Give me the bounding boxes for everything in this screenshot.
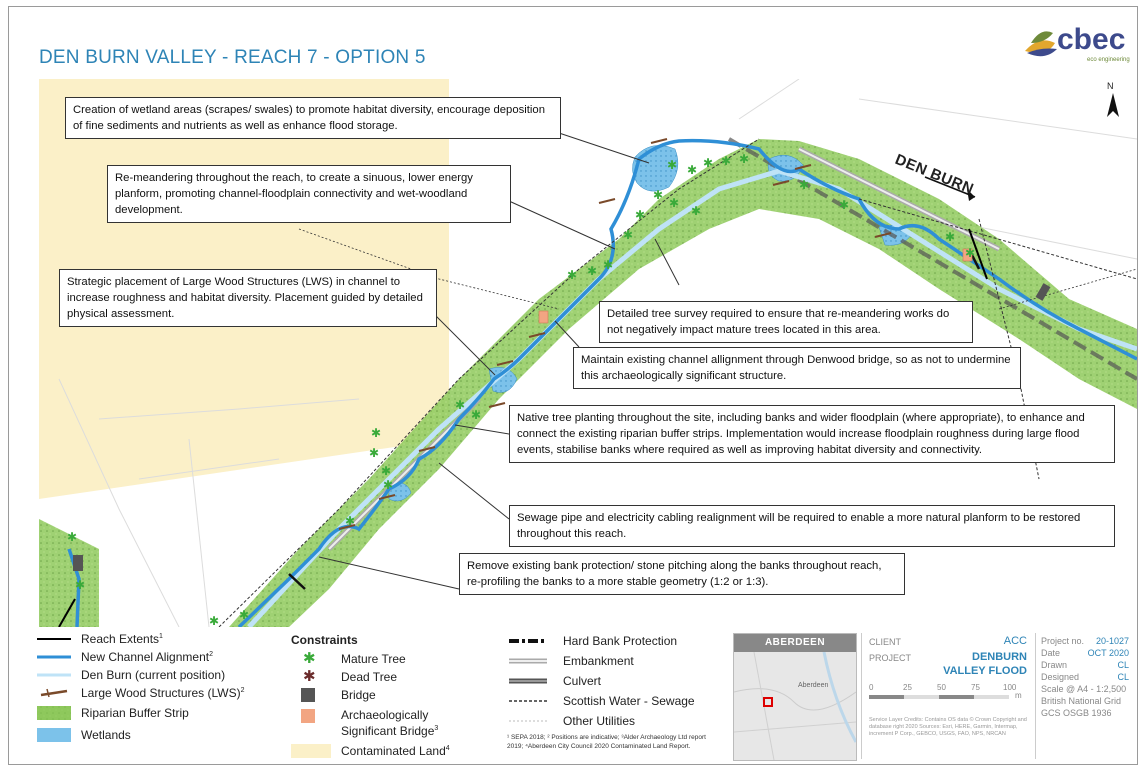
svg-text:✱: ✱ <box>691 204 701 218</box>
svg-text:✱: ✱ <box>381 464 391 478</box>
archaeological-bridge <box>962 248 973 262</box>
svg-text:✱: ✱ <box>587 264 597 278</box>
project-line1: DENBURN <box>972 651 1027 663</box>
svg-text:✱: ✱ <box>383 478 393 492</box>
svg-text:✱: ✱ <box>799 178 809 192</box>
svg-text:✱: ✱ <box>687 163 697 177</box>
new-channel-alignment <box>237 138 1137 627</box>
flow-arrow <box>924 176 976 198</box>
client-label: CLIENT <box>869 637 902 647</box>
map-area: ✱✱✱✱ ✱✱✱✱ ✱✱✱✱ ✱✱✱✱ ✱✱✱✱ ✱✱✱✱ ✱✱✱✱ <box>39 79 1137 627</box>
hard-bank-protection <box>288 573 306 590</box>
inset-place-label: Aberdeen <box>798 682 829 689</box>
svg-text:✱: ✱ <box>345 514 355 528</box>
svg-text:✱: ✱ <box>635 208 645 222</box>
callout-tree-survey: Detailed tree survey required to ensure … <box>599 301 973 343</box>
svg-text:✱: ✱ <box>623 228 633 242</box>
scale-bar: 0 25 50 75 100 m <box>869 683 1022 700</box>
callout-lws: Strategic placement of Large Wood Struct… <box>59 269 437 327</box>
callout-wetland: Creation of wetland areas (scrapes/ swal… <box>65 97 561 139</box>
inset-map: ABERDEEN Aberdeen <box>733 633 857 761</box>
svg-text:✱: ✱ <box>703 156 713 170</box>
credits: Service Layer Credits: Contains OS data … <box>869 717 1027 737</box>
bridge <box>73 555 83 571</box>
project-label: PROJECT <box>869 653 912 663</box>
callout-sewage: Sewage pipe and electricity cabling real… <box>509 505 1115 547</box>
svg-text:✱: ✱ <box>371 426 381 440</box>
reach-extent <box>968 228 988 280</box>
svg-text:✱: ✱ <box>471 408 481 422</box>
legend-constraints-title: Constraints <box>291 633 358 647</box>
svg-text:✱: ✱ <box>945 230 955 244</box>
logo-name: cbec <box>1057 23 1126 56</box>
sewage-line <box>218 138 760 627</box>
riparian-buffer-strip <box>229 139 1137 627</box>
svg-text:✱: ✱ <box>239 608 249 622</box>
legend-footnote: ¹ SEPA 2018; ² Positions are indicative;… <box>507 734 706 750</box>
callout-bridge: Maintain existing channel allignment thr… <box>573 347 1021 389</box>
callout-bank-protection: Remove existing bank protection/ stone p… <box>459 553 905 595</box>
wetland-4 <box>488 367 518 393</box>
svg-text:✱: ✱ <box>455 398 465 412</box>
bridge <box>1035 283 1051 301</box>
callout-planting: Native tree planting throughout the site… <box>509 405 1115 463</box>
inset-location-marker <box>763 697 773 707</box>
archaeological-bridge <box>538 310 549 324</box>
page-title: DEN BURN VALLEY - REACH 7 - OPTION 5 <box>39 47 426 68</box>
svg-text:✱: ✱ <box>839 198 849 212</box>
svg-text:✱: ✱ <box>75 578 85 592</box>
svg-text:✱: ✱ <box>603 258 613 272</box>
svg-text:✱: ✱ <box>209 614 219 627</box>
svg-text:✱: ✱ <box>567 268 577 282</box>
svg-text:✱: ✱ <box>721 154 731 168</box>
svg-text:✱: ✱ <box>653 188 663 202</box>
logo-subtitle: eco engineering <box>1087 57 1130 63</box>
north-arrow <box>1107 93 1119 117</box>
den-burn-current <box>247 168 1137 627</box>
svg-text:✱: ✱ <box>369 446 379 460</box>
inset-label: ABERDEEN <box>734 634 856 652</box>
client-value: ACC <box>1003 635 1027 647</box>
north-label: N <box>1107 81 1114 91</box>
svg-text:✱: ✱ <box>67 530 77 544</box>
svg-text:✱: ✱ <box>965 246 975 260</box>
project-line2: VALLEY FLOOD <box>943 665 1027 677</box>
callout-remeander: Re-meandering throughout the reach, to c… <box>107 165 511 223</box>
svg-text:✱: ✱ <box>667 158 677 172</box>
svg-text:✱: ✱ <box>669 196 679 210</box>
map-sheet: DEN BURN VALLEY - REACH 7 - OPTION 5 cbe… <box>8 6 1138 765</box>
svg-text:✱: ✱ <box>739 152 749 166</box>
cbec-logo: cbec eco engineering <box>1021 21 1133 69</box>
title-block: CLIENT ACC PROJECT DENBURN VALLEY FLOOD … <box>861 633 1131 759</box>
